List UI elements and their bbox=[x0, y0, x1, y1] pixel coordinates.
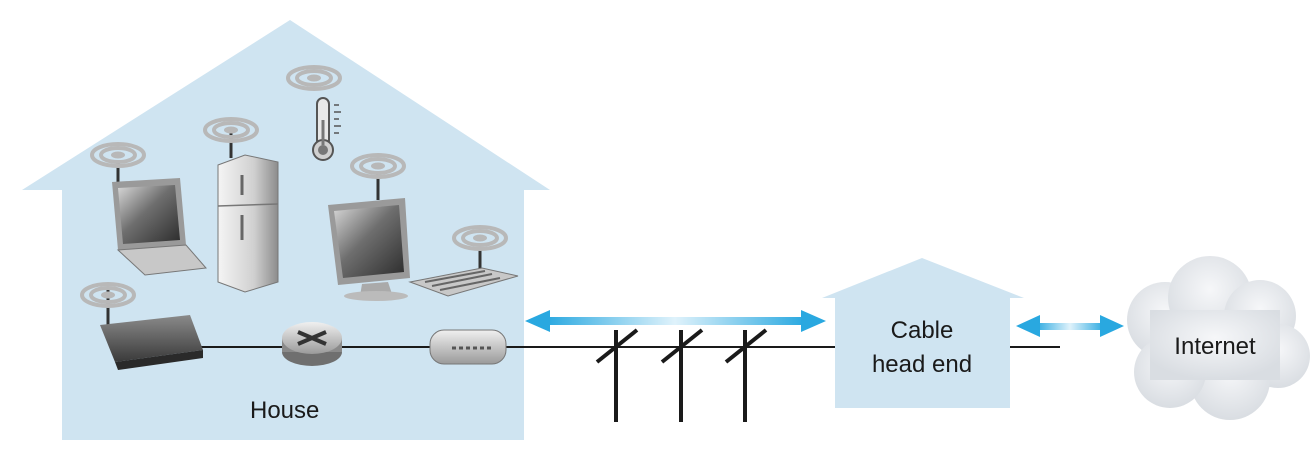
thermometer bbox=[312, 97, 341, 161]
wifi-signal-icon bbox=[286, 65, 342, 91]
laptop bbox=[112, 162, 208, 276]
wifi-signal-icon bbox=[90, 142, 146, 168]
head-end-label-line2: head end bbox=[872, 351, 972, 378]
headend-internet-arrow bbox=[1016, 315, 1124, 337]
head-end-building bbox=[822, 258, 1024, 408]
house-building bbox=[22, 20, 550, 440]
wifi-signal-icon bbox=[452, 225, 508, 251]
house-label: House bbox=[250, 397, 319, 424]
internet-label: Internet bbox=[1174, 333, 1256, 360]
router bbox=[282, 322, 342, 366]
internet-cloud bbox=[1127, 256, 1310, 420]
cable-modem bbox=[429, 329, 507, 365]
head-end-label-line1: Cable bbox=[891, 317, 954, 344]
desktop-monitor bbox=[328, 172, 410, 301]
utility-poles bbox=[595, 328, 768, 422]
keyboard bbox=[408, 248, 519, 297]
wifi-signal-icon bbox=[350, 153, 406, 179]
wifi-signal-icon bbox=[203, 117, 259, 143]
refrigerator bbox=[217, 132, 279, 293]
house-headend-arrow bbox=[525, 310, 826, 332]
wifi-signal-icon bbox=[80, 282, 136, 308]
